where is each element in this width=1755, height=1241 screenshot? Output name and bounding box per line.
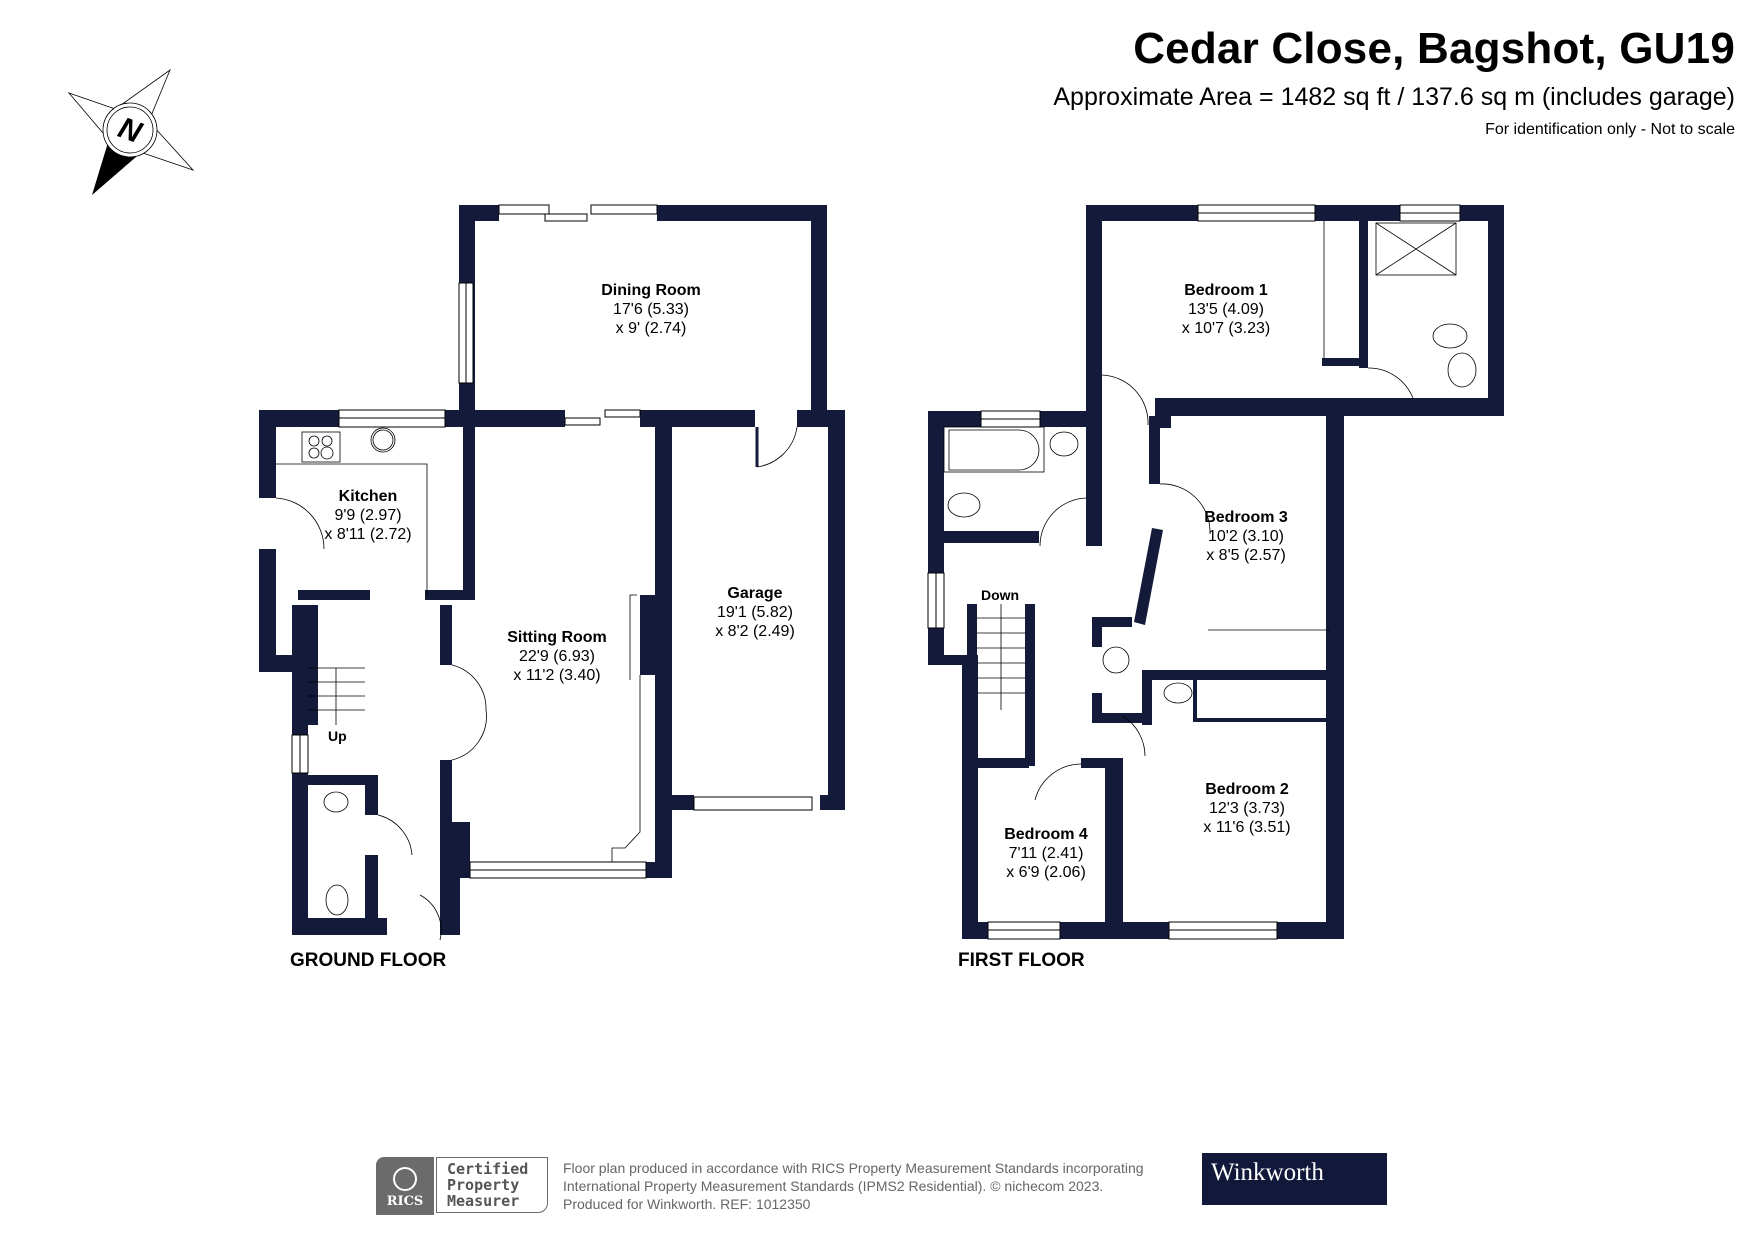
room-sitting-room: Sitting Room 22'9 (6.93) x 11'2 (3.40) — [507, 628, 607, 685]
rics-certified-badge: RICS Certified Property Measurer — [376, 1157, 551, 1215]
property-title: Cedar Close, Bagshot, GU19 — [1133, 24, 1735, 73]
approximate-area: Approximate Area = 1482 sq ft / 137.6 sq… — [1053, 83, 1735, 111]
room-dimension: x 6'9 (2.06) — [1006, 864, 1086, 881]
room-name: Bedroom 4 — [1004, 826, 1088, 843]
room-name: Bedroom 3 — [1204, 509, 1288, 526]
room-dimension: 13'5 (4.09) — [1188, 301, 1264, 318]
room-dimension: x 9' (2.74) — [615, 320, 687, 337]
footer-disclaimer: Floor plan produced in accordance with R… — [563, 1159, 1144, 1213]
room-dimension: 17'6 (5.33) — [612, 301, 689, 318]
disclaimer-line: Produced for Winkworth. REF: 1012350 — [563, 1196, 811, 1212]
room-dimension: x 8'11 (2.72) — [324, 526, 412, 543]
room-name: Sitting Room — [507, 629, 607, 646]
room-dimension: x 11'6 (3.51) — [1203, 819, 1291, 836]
room-dimension: 22'9 (6.93) — [518, 648, 595, 665]
disclaimer-line: International Property Measurement Stand… — [563, 1178, 1104, 1194]
stairs-up-label: Up — [328, 728, 347, 744]
room-name: Garage — [727, 585, 783, 602]
room-dimension: 19'1 (5.82) — [716, 604, 793, 621]
room-dimension: 9'9 (2.97) — [334, 507, 402, 524]
stairs-down-label: Down — [981, 587, 1020, 603]
rics-mark: RICS — [386, 1194, 424, 1209]
room-dimension: x 10'7 (3.23) — [1181, 320, 1271, 337]
room-dimension: x 8'5 (2.57) — [1206, 547, 1286, 564]
rics-cert-line: Certified — [447, 1160, 529, 1178]
first-floor-label: FIRST FLOOR — [958, 950, 1085, 971]
room-bedroom-1: Bedroom 1 13'5 (4.09) x 10'7 (3.23) — [1182, 281, 1270, 338]
room-kitchen: Kitchen 9'9 (2.97) x 8'11 (2.72) — [324, 487, 411, 544]
room-dimension: 12'3 (3.73) — [1209, 800, 1285, 817]
north-arrow-compass-icon: N — [67, 68, 195, 195]
room-bedroom-2: Bedroom 2 12'3 (3.73) x 11'6 (3.51) — [1203, 780, 1290, 837]
room-name: Kitchen — [338, 488, 398, 505]
room-bedroom-3: Bedroom 3 10'2 (3.10) x 8'5 (2.57) — [1204, 508, 1288, 565]
rics-cert-line: Property — [447, 1176, 520, 1194]
room-name: Bedroom 2 — [1205, 781, 1289, 798]
rics-certification-text: Certified Property Measurer — [436, 1157, 548, 1213]
room-bedroom-4: Bedroom 4 7'11 (2.41) x 6'9 (2.06) — [1004, 825, 1088, 882]
room-dimension: x 11'2 (3.40) — [513, 667, 601, 684]
room-name: Bedroom 1 — [1184, 282, 1268, 299]
scale-disclaimer: For identification only - Not to scale — [1485, 121, 1735, 138]
room-name: Dining Room — [601, 282, 701, 299]
disclaimer-line: Floor plan produced in accordance with R… — [563, 1160, 1144, 1176]
room-dining-room: Dining Room 17'6 (5.33) x 9' (2.74) — [601, 281, 701, 338]
room-garage: Garage 19'1 (5.82) x 8'2 (2.49) — [715, 584, 795, 641]
room-dimension: x 8'2 (2.49) — [715, 623, 795, 640]
ground-floor-label: GROUND FLOOR — [290, 950, 447, 971]
rics-lion-icon — [393, 1167, 417, 1191]
rics-logo: RICS — [376, 1157, 434, 1215]
winkworth-logo: Winkworth — [1202, 1153, 1387, 1205]
room-dimension: 7'11 (2.41) — [1008, 845, 1084, 862]
rics-cert-line: Measurer — [447, 1192, 520, 1210]
room-dimension: 10'2 (3.10) — [1207, 528, 1284, 545]
